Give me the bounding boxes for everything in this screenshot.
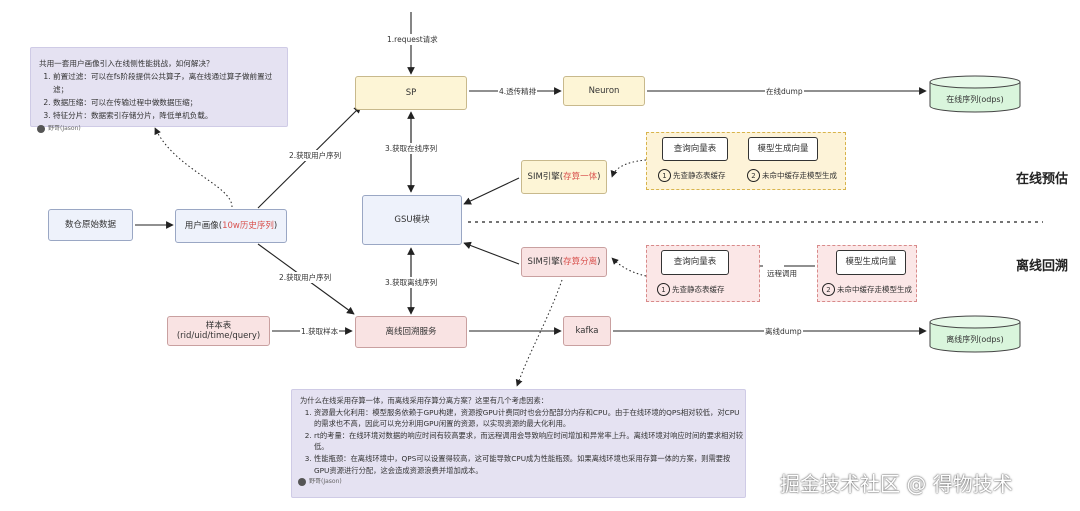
- sample-table-label: 样本表(rid/uid/time/query): [176, 320, 261, 341]
- section-online-label: 在线预估: [1016, 172, 1069, 187]
- neuron-label: Neuron: [588, 85, 620, 96]
- sim-offline-node: SIM引擎(存算分离): [521, 247, 607, 277]
- step-number-1: 1: [658, 169, 671, 182]
- offline-step-1-label: 先查静态表缓存: [672, 285, 725, 294]
- edge-label-remote-call: 远程调用: [766, 268, 798, 279]
- note-top-item: 特征分片：数据索引存储分片，降低单机负载。: [53, 109, 287, 122]
- dotted-arrow-offline: [611, 257, 647, 277]
- kafka-label: kafka: [575, 325, 599, 336]
- online-db-label: 在线序列(odps): [946, 95, 1004, 104]
- note-pointer-top: [154, 127, 233, 208]
- sim-online-highlight: 存算一体: [563, 171, 598, 182]
- query-vector-offline-node: 查询向量表: [661, 250, 729, 275]
- note-top-intro: 共用一套用户画像引入在线侧性能挑战，如何解决？: [39, 59, 214, 68]
- note-bottom-item: 资源最大化利用：模型服务依赖于GPU构建，资源按GPU计费同时也会分配部分内存和…: [314, 407, 745, 430]
- user-profile-suffix: ): [273, 220, 278, 231]
- sim-online-prefix: SIM引擎(: [527, 171, 564, 182]
- edge-label-get-online-seq: 3.获取在线序列: [384, 143, 439, 154]
- note-top-list: 前置过滤：可以在fs阶段提供公共算子，离在线通过算子做前置过滤； 数据压缩：可以…: [31, 70, 287, 122]
- offline-service-label: 离线回溯服务: [385, 326, 437, 337]
- user-profile-prefix: 用户画像(: [184, 220, 223, 231]
- edge-label-transparent: 4.透传精排: [498, 86, 538, 97]
- avatar: [298, 477, 306, 486]
- model-vector-online-node: 模型生成向量: [748, 137, 818, 161]
- note-top-author-name: 野哥(Jason): [48, 125, 81, 132]
- step-number-1: 1: [657, 283, 670, 296]
- query-vector-online-label: 查询向量表: [673, 143, 717, 154]
- offline-service-node: 离线回溯服务: [355, 316, 467, 348]
- note-bottom-item: 性能瓶颈：在离线环境中，QPS可以设置得较高，这可能导致CPU成为性能瓶颈。如果…: [314, 453, 745, 476]
- query-vector-online-node: 查询向量表: [662, 137, 728, 161]
- online-step-2-label: 未命中缓存走模型生成: [762, 171, 837, 180]
- sim-online-suffix: ): [597, 171, 601, 182]
- raw-data-label: 数仓原始数据: [64, 219, 116, 230]
- note-bottom-author: 野哥(Jason): [298, 476, 745, 488]
- note-bottom-intro: 为什么在线采用存算一体，而离线采用存算分离方案？这里有几个考虑因素：: [300, 396, 549, 405]
- arrow-sim-offline-to-gsu: [463, 241, 520, 265]
- sp-label: SP: [405, 87, 417, 98]
- sim-offline-suffix: ): [597, 256, 601, 267]
- edge-label-get-user-seq-bottom: 2.获取用户序列: [278, 272, 333, 283]
- sim-offline-highlight: 存算分离: [563, 256, 598, 267]
- note-top-item: 前置过滤：可以在fs阶段提供公共算子，离在线通过算子做前置过滤；: [53, 70, 287, 96]
- user-profile-highlight: 10w历史序列: [222, 220, 274, 231]
- note-top-author: 野哥(Jason): [37, 122, 287, 135]
- neuron-node: Neuron: [563, 76, 645, 106]
- edge-label-get-sample: 1.获取样本: [300, 326, 340, 337]
- sp-node: SP: [355, 76, 467, 110]
- dotted-arrow-online: [610, 159, 647, 178]
- note-top: 共用一套用户画像引入在线侧性能挑战，如何解决？ 前置过滤：可以在fs阶段提供公共…: [30, 47, 288, 133]
- sim-offline-prefix: SIM引擎(: [527, 256, 564, 267]
- step-number-2: 2: [747, 169, 760, 182]
- step-number-2: 2: [822, 283, 835, 296]
- query-vector-offline-label: 查询向量表: [673, 257, 717, 268]
- watermark: 掘金技术社区 @ 得物技术: [780, 472, 1013, 496]
- note-bottom-item: rt的考量：在线环境对数据的响应时间有较高要求，而远程调用会导致响应时间增加和异…: [314, 430, 745, 453]
- edge-label-offline-dump: 离线dump: [764, 326, 803, 337]
- model-vector-offline-node: 模型生成向量: [836, 250, 906, 275]
- gsu-label: GSU模块: [394, 214, 430, 225]
- note-bottom-list: 资源最大化利用：模型服务依赖于GPU构建，资源按GPU计费同时也会分配部分内存和…: [292, 407, 745, 477]
- note-top-item: 数据压缩：可以在传输过程中做数据压缩；: [53, 96, 287, 109]
- gsu-node: GSU模块: [362, 195, 462, 245]
- note-bottom: 为什么在线采用存算一体，而离线采用存算分离方案？这里有几个考虑因素： 资源最大化…: [291, 389, 746, 498]
- model-vector-online-label: 模型生成向量: [757, 143, 809, 154]
- avatar: [37, 124, 45, 133]
- model-vector-offline-label: 模型生成向量: [845, 257, 897, 268]
- user-profile-node: 用户画像(10w历史序列): [175, 209, 287, 243]
- offline-db-label: 离线序列(odps): [946, 335, 1004, 344]
- note-bottom-author-name: 野哥(Jason): [309, 478, 342, 486]
- online-step-1-label: 先查静态表缓存: [673, 171, 726, 180]
- raw-data-node: 数仓原始数据: [48, 209, 133, 241]
- edge-label-online-dump: 在线dump: [765, 86, 804, 97]
- online-db-cylinder: [929, 75, 1021, 113]
- edge-label-get-offline-seq: 3.获取离线序列: [384, 277, 439, 288]
- edge-label-request: 1.request请求: [386, 34, 439, 45]
- sample-table-node: 样本表(rid/uid/time/query): [167, 316, 270, 346]
- kafka-node: kafka: [563, 316, 611, 346]
- arrow-sim-online-to-gsu: [463, 177, 520, 205]
- offline-db-cylinder: [929, 315, 1021, 353]
- edge-label-get-user-seq-top: 2.获取用户序列: [288, 150, 343, 161]
- section-offline-label: 离线回溯: [1016, 259, 1069, 274]
- offline-step-2-label: 未命中缓存走模型生成: [837, 285, 912, 294]
- note-pointer-bottom: [515, 279, 563, 387]
- sim-online-node: SIM引擎(存算一体): [521, 160, 607, 194]
